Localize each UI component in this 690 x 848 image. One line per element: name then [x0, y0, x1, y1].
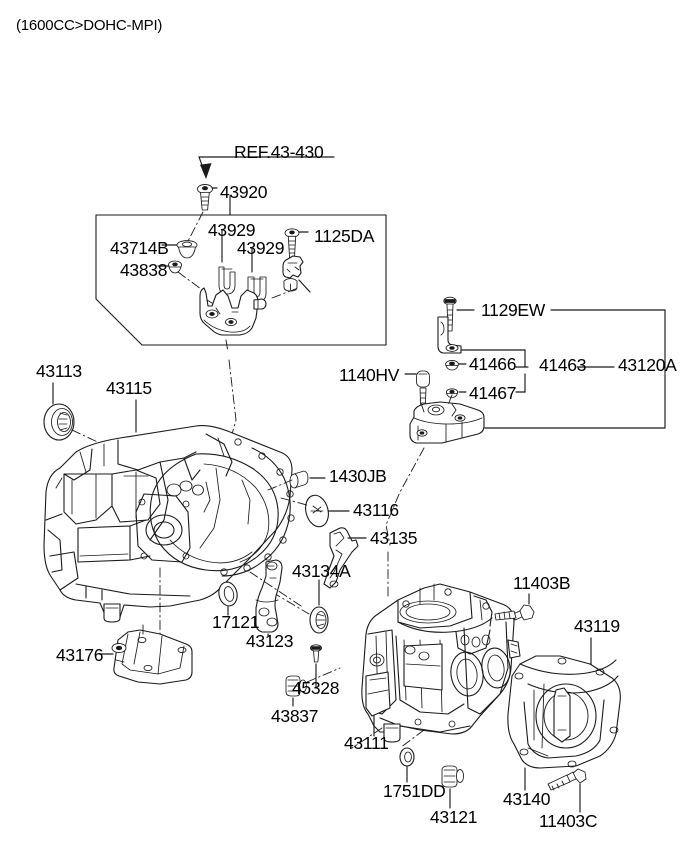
part-41466-washer	[445, 359, 459, 371]
callout-1125DA: 1125DA	[314, 226, 375, 246]
callout-43140: 43140	[503, 789, 551, 809]
callout-45328: 45328	[292, 678, 340, 698]
callout-43115: 43115	[106, 378, 152, 398]
callout-43121: 43121	[430, 807, 478, 827]
leader-1129EW-to-43120A	[550, 309, 666, 374]
callout-43111: 43111	[344, 733, 389, 753]
part-shift-lever-small-bracket	[282, 255, 304, 292]
leader-upper-bracket-to-41463	[461, 349, 526, 368]
callout-43119: 43119	[574, 616, 620, 636]
part-43920-bolt	[197, 183, 213, 211]
part-shift-cable-bracket	[199, 287, 267, 336]
part-43113-oil-seal	[43, 403, 75, 441]
axis-43134A-to-case	[271, 591, 310, 615]
part-43838-washer	[167, 260, 183, 274]
axis-43116-to-case	[280, 497, 308, 506]
part-43111-transmission-case	[361, 583, 521, 743]
callout-43838: 43838	[120, 260, 168, 280]
callout-43116: 43116	[353, 500, 399, 520]
part-17121-seal-ring	[218, 581, 238, 607]
callout-43929-a: 43929	[208, 220, 256, 240]
axis-case-to-plugs	[399, 729, 425, 749]
callout-43135: 43135	[370, 528, 418, 548]
callout-43176: 43176	[56, 645, 104, 665]
part-43134A-oil-seal	[309, 606, 329, 634]
axis-1430JB-to-case	[267, 479, 293, 491]
part-43115-clutch-housing	[43, 425, 295, 623]
part-43714B-grommet	[176, 240, 198, 259]
part-43837-drain-plug	[285, 675, 307, 697]
callout-1140HV: 1140HV	[339, 365, 400, 385]
reference-leader	[198, 156, 335, 179]
callout-41466: 41466	[469, 354, 517, 374]
callout-41467: 41467	[469, 383, 517, 403]
part-43120A-mount-bracket	[409, 401, 485, 444]
axis-bracket-to-shift	[271, 287, 299, 299]
group-box-shift-bracket	[95, 214, 387, 346]
axis-43920-to-grommet	[186, 211, 204, 244]
part-1751DD-washer	[399, 747, 415, 767]
part-43116-seal-plug	[305, 494, 329, 528]
callout-41463: 41463	[539, 355, 587, 375]
leader-mount-to-43120A	[484, 373, 666, 429]
callout-43837: 43837	[271, 706, 319, 726]
callout-43134A: 43134A	[292, 561, 351, 581]
part-43140-rear-cover	[507, 655, 621, 769]
part-43135-lever	[323, 527, 359, 589]
part-43929-clip-a	[218, 266, 236, 295]
page-title: (1600CC>DOHC-MPI)	[16, 17, 163, 34]
callout-43929-b: 43929	[237, 238, 285, 258]
axis-1140HV-to-mount	[419, 399, 425, 413]
axis-mount-to-case	[385, 447, 425, 546]
part-43121-drain-plug	[441, 765, 465, 788]
axis-43123-to-seal	[249, 571, 305, 609]
axis-43113-to-case	[71, 429, 105, 446]
callout-11403C: 11403C	[539, 811, 598, 831]
leader-41467-to-41463	[515, 373, 526, 393]
axis-43837-to-case	[306, 667, 341, 683]
part-1430JB-dowel	[289, 470, 309, 489]
part-43176-bracket	[111, 629, 193, 685]
part-43123-lever-arm	[255, 559, 283, 633]
axis-41467-to-mount	[447, 394, 453, 406]
callout-1751DD: 1751DD	[383, 781, 446, 801]
callout-1129EW: 1129EW	[481, 300, 546, 320]
callout-43714B: 43714B	[110, 238, 169, 258]
callout-43120A: 43120A	[618, 355, 677, 375]
callout-43920: 43920	[220, 182, 268, 202]
axis-case-to-1751DD	[351, 727, 383, 749]
axis-43838-to-bracket	[177, 271, 206, 293]
callout-43123: 43123	[246, 631, 294, 651]
callout-1430JB: 1430JB	[329, 466, 387, 486]
callout-ref-43-430: REF.43-430	[234, 142, 324, 162]
part-11403C-bolt	[547, 768, 587, 791]
callout-17121: 17121	[212, 612, 260, 632]
part-11403B-bolt	[494, 604, 535, 621]
axis-bracket-down	[225, 339, 229, 353]
leader-bracket-to-box	[298, 279, 311, 293]
part-45328-bolt	[310, 644, 322, 663]
callout-43113: 43113	[36, 361, 82, 381]
callout-11403B: 11403B	[513, 573, 571, 593]
part-41463-upper-bracket	[437, 316, 462, 354]
